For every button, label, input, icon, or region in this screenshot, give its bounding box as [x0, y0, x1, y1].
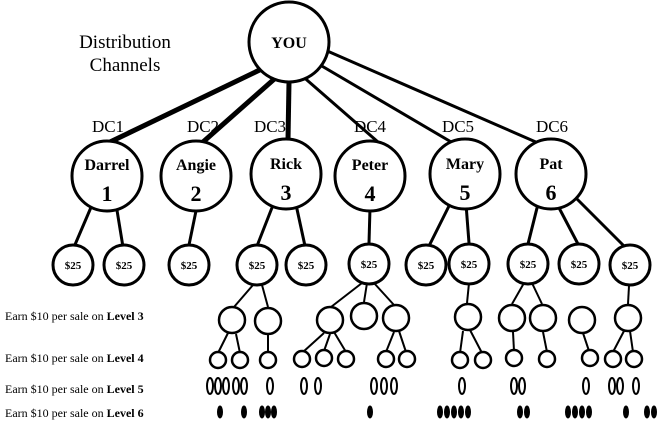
level-6-nodes	[217, 405, 657, 419]
channel-node-peter: Peter 4	[333, 139, 407, 213]
sale-node: $25	[404, 243, 448, 287]
sale-amount: $25	[249, 260, 266, 272]
channel-name: Angie	[176, 157, 216, 174]
channel-node-darrel: Darrel 1	[70, 139, 144, 213]
sale-amount: $25	[116, 260, 133, 272]
channel-name: Rick	[270, 156, 302, 173]
sale-node: $25	[347, 242, 391, 286]
sale-node: $25	[608, 243, 652, 287]
sale-amount: $25	[520, 259, 537, 271]
connector-lines	[72, 48, 634, 354]
channel-name: Pat	[539, 156, 563, 173]
sale-amount: $25	[298, 260, 315, 272]
diagram-title-line2: Channels	[90, 55, 161, 76]
channel-number: 4	[365, 181, 376, 206]
root-label: YOU	[271, 35, 307, 52]
earn-level-5-label: Earn $10 per sale on Level 5	[5, 382, 144, 396]
dc-label: DC1	[92, 117, 124, 136]
sale-node: $25	[102, 243, 146, 287]
dc-label: DC2	[187, 117, 219, 136]
sale-node: $25	[235, 243, 279, 287]
channel-node-pat: Pat 6	[514, 137, 588, 211]
sale-node: $25	[284, 243, 328, 287]
sale-amount: $25	[418, 260, 435, 272]
channel-name: Mary	[446, 156, 484, 173]
dc-label: DC5	[442, 117, 474, 136]
level-5-nodes	[206, 377, 640, 395]
channel-name: Peter	[352, 157, 388, 174]
channel-number: 3	[281, 180, 292, 205]
sale-node: $25	[447, 242, 491, 286]
channel-number: 5	[460, 180, 471, 205]
sale-amount: $25	[622, 260, 639, 272]
sale-node: $25	[506, 242, 550, 286]
sale-node: $25	[557, 242, 601, 286]
channel-number: 6	[546, 180, 557, 205]
sale-node: $25	[51, 243, 95, 287]
earn-level-4-label: Earn $10 per sale on Level 4	[5, 351, 144, 365]
dc-label: DC6	[536, 117, 568, 136]
dc-label: DC3	[254, 117, 286, 136]
channel-node-rick: Rick 3	[249, 137, 323, 211]
dc-label: DC4	[354, 117, 387, 136]
sale-node: $25	[167, 243, 211, 287]
channel-number: 2	[191, 181, 202, 206]
channel-name: Darrel	[84, 157, 130, 174]
level-3-nodes	[217, 301, 643, 336]
channel-node-mary: Mary 5	[428, 137, 502, 211]
sale-amount: $25	[361, 259, 378, 271]
channel-node-angie: Angie 2	[159, 139, 233, 213]
root-node: YOU	[247, 0, 331, 84]
earn-level-3-label: Earn $10 per sale on Level 3	[5, 309, 144, 323]
channel-number: 1	[102, 181, 113, 206]
sale-amount: $25	[65, 260, 82, 272]
earn-level-6-label: Earn $10 per sale on Level 6	[5, 406, 144, 420]
diagram-title-line1: Distribution	[79, 32, 171, 53]
sale-amount: $25	[571, 259, 588, 271]
sale-amount: $25	[181, 260, 198, 272]
sale-amount: $25	[461, 259, 478, 271]
level-4-nodes	[208, 348, 644, 370]
